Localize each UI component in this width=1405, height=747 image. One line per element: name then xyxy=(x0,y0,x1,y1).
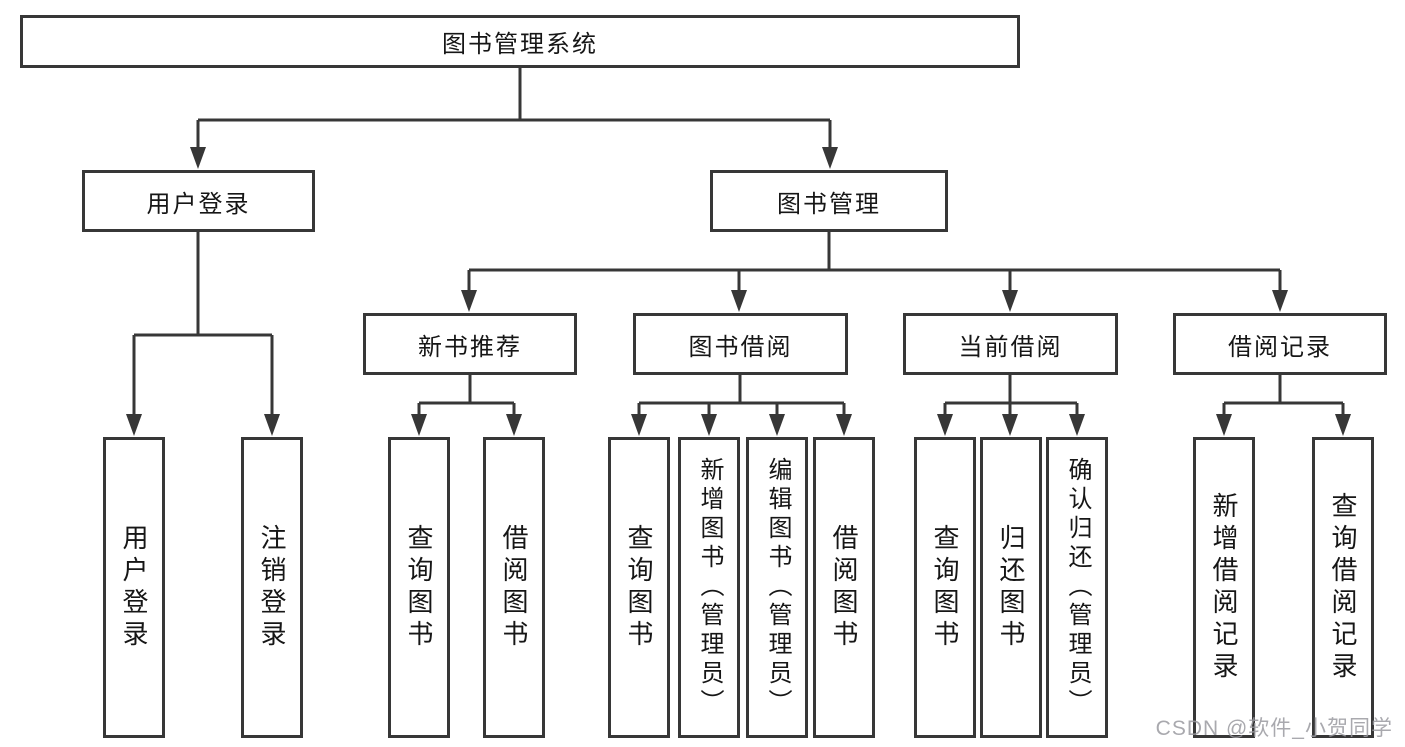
node-confirm-return-admin-label: 确认归还（管理员） xyxy=(1064,457,1091,718)
node-query-books-borrow: 查询图书 xyxy=(608,437,670,738)
node-new-book-recommendation: 新书推荐 xyxy=(363,313,577,375)
node-query-books-current-label: 查询图书 xyxy=(930,523,960,652)
node-edit-book-admin-label: 编辑图书（管理员） xyxy=(764,457,791,718)
node-current-borrowing: 当前借阅 xyxy=(903,313,1118,375)
node-return-books: 归还图书 xyxy=(980,437,1042,738)
node-book-management: 图书管理 xyxy=(710,170,948,232)
node-query-books-borrow-label: 查询图书 xyxy=(624,523,654,652)
node-query-borrow-record-label: 查询借阅记录 xyxy=(1328,491,1358,684)
node-user-login-label: 用户登录 xyxy=(119,523,149,652)
node-query-books-recommend: 查询图书 xyxy=(388,437,450,738)
node-query-books-recommend-label: 查询图书 xyxy=(404,523,434,652)
node-book-borrowing: 图书借阅 xyxy=(633,313,848,375)
node-edit-book-admin: 编辑图书（管理员） xyxy=(746,437,808,738)
node-borrow-books: 借阅图书 xyxy=(813,437,875,738)
node-confirm-return-admin: 确认归还（管理员） xyxy=(1046,437,1108,738)
node-user-login: 用户登录 xyxy=(103,437,165,738)
node-query-borrow-record: 查询借阅记录 xyxy=(1312,437,1374,738)
node-borrowing-records: 借阅记录 xyxy=(1173,313,1387,375)
node-query-books-current: 查询图书 xyxy=(914,437,976,738)
node-add-book-admin-label: 新增图书（管理员） xyxy=(696,457,723,718)
node-borrow-books-recommend: 借阅图书 xyxy=(483,437,545,738)
node-add-book-admin: 新增图书（管理员） xyxy=(678,437,740,738)
node-borrow-books-label: 借阅图书 xyxy=(829,523,859,652)
node-logout: 注销登录 xyxy=(241,437,303,738)
node-add-borrow-record: 新增借阅记录 xyxy=(1193,437,1255,738)
node-logout-label: 注销登录 xyxy=(257,523,287,652)
node-borrow-books-recommend-label: 借阅图书 xyxy=(499,523,529,652)
node-user-login-branch: 用户登录 xyxy=(82,170,315,232)
node-return-books-label: 归还图书 xyxy=(996,523,1026,652)
node-add-borrow-record-label: 新增借阅记录 xyxy=(1209,491,1239,684)
node-library-management-system: 图书管理系统 xyxy=(20,15,1020,68)
watermark: CSDN @软件_小贺同学 xyxy=(1155,717,1393,740)
